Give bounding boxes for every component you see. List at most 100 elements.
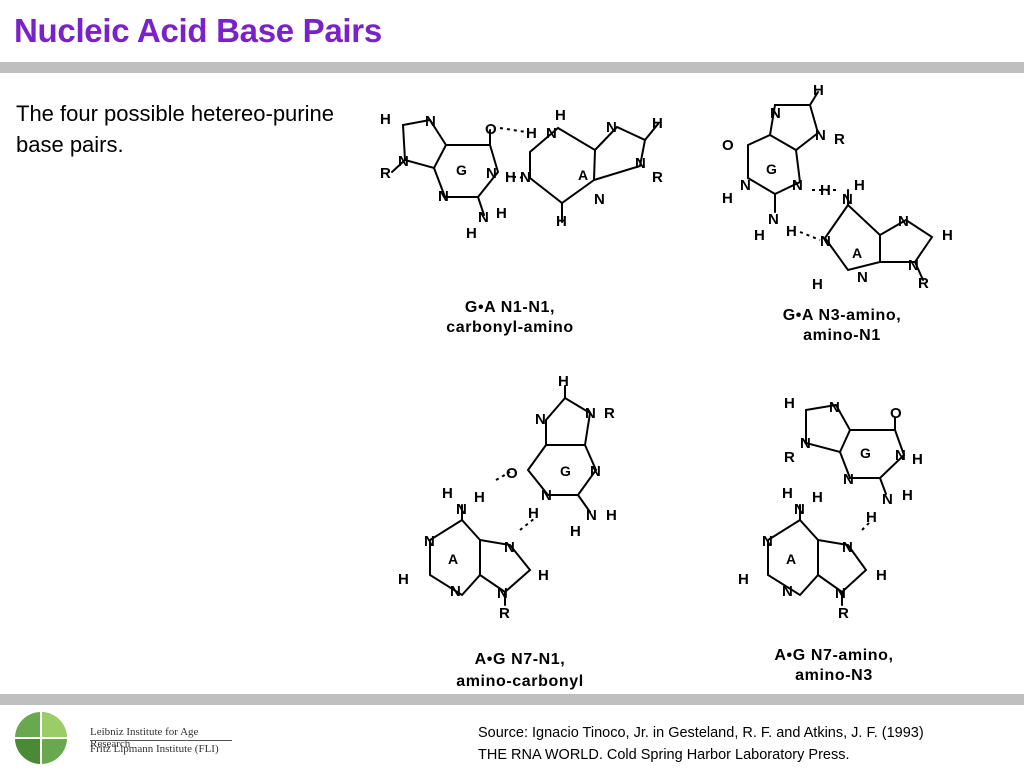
atom-label: H — [474, 489, 485, 506]
atom-label: H — [570, 523, 581, 540]
atom-label: H — [854, 177, 865, 194]
atom-label: H — [606, 507, 617, 524]
atom-label: N — [770, 105, 781, 122]
caption-3-line-1: A•G N7-N1, — [475, 651, 566, 668]
atom-label: N — [594, 191, 605, 208]
atom-label: H — [784, 395, 795, 412]
atom-label: R — [834, 131, 845, 148]
atom-label: N — [842, 539, 853, 556]
atom-label: N — [520, 169, 531, 186]
logo-divider — [90, 740, 232, 741]
ring-label: A — [852, 245, 862, 261]
atom-label: H — [722, 190, 733, 207]
atom-label: O — [506, 465, 518, 482]
caption-4-line-2: amino-N3 — [795, 667, 873, 684]
atom-label: N — [635, 155, 646, 172]
atom-label: N — [895, 447, 906, 464]
atom-label: R — [918, 275, 929, 292]
subtitle-text: The four possible hetereo-purine base pa… — [16, 101, 334, 157]
atom-label: R — [380, 165, 391, 182]
atom-label: N — [425, 113, 436, 130]
atom-label: H — [466, 225, 477, 242]
atom-label: N — [504, 539, 515, 556]
atom-label: H — [496, 205, 507, 222]
atom-label: N — [740, 177, 751, 194]
caption-2-line-2: amino-N1 — [803, 327, 881, 344]
atom-label: N — [398, 153, 409, 170]
atom-label: R — [838, 605, 849, 622]
ring-label: G — [766, 161, 777, 177]
atom-label: R — [652, 169, 663, 186]
atom-label: H — [902, 487, 913, 504]
atom-label: H — [786, 223, 797, 240]
atom-label: N — [438, 188, 449, 205]
ring-label: G — [860, 445, 871, 461]
atom-label: H — [738, 571, 749, 588]
atom-label: H — [820, 182, 831, 199]
atom-label: H — [812, 489, 823, 506]
atom-label: N — [829, 399, 840, 416]
atom-label: N — [898, 213, 909, 230]
atom-label: N — [586, 507, 597, 524]
source-line-2: THE RNA WORLD. Cold Spring Harbor Labora… — [478, 747, 850, 763]
atom-label: H — [558, 373, 569, 390]
caption-1-line-1: G•A N1-N1, — [465, 299, 555, 316]
atom-label: N — [792, 177, 803, 194]
source-citation: Source: Ignacio Tinoco, Jr. in Gesteland… — [478, 722, 1018, 766]
atom-label: H — [876, 567, 887, 584]
atom-label: H — [812, 276, 823, 293]
caption-3-line-2: amino-carbonyl — [456, 673, 584, 690]
caption-1-line-2: carbonyl-amino — [446, 319, 574, 336]
caption-2-line-1: G•A N3-amino, — [783, 307, 902, 324]
page-title: Nucleic Acid Base Pairs — [14, 12, 382, 49]
atom-label: H — [912, 451, 923, 468]
atom-label: O — [890, 405, 902, 422]
atom-label: N — [486, 165, 497, 182]
logo-line-2: Fritz Lipmann Institute (FLI) — [90, 743, 219, 755]
atom-label: N — [843, 471, 854, 488]
ring-label: G — [456, 162, 467, 178]
atom-label: N — [800, 435, 811, 452]
atom-label: N — [908, 257, 919, 274]
top-divider — [0, 62, 1024, 73]
atom-label: N — [450, 583, 461, 600]
atom-label: N — [768, 211, 779, 228]
atom-label: H — [526, 125, 537, 142]
atom-label: N — [541, 487, 552, 504]
atom-label: N — [590, 463, 601, 480]
atom-label: N — [762, 533, 773, 550]
atom-label: R — [499, 605, 510, 622]
atom-label: H — [380, 111, 391, 128]
ring-label: A — [578, 167, 588, 183]
bottom-divider — [0, 694, 1024, 705]
atom-label: N — [857, 269, 868, 286]
atom-label: N — [535, 411, 546, 428]
atom-label: N — [820, 233, 831, 250]
atom-label: N — [882, 491, 893, 508]
atom-label: N — [835, 585, 846, 602]
atom-label: N — [606, 119, 617, 136]
atom-label: H — [942, 227, 953, 244]
atom-label: N — [842, 191, 853, 208]
atom-label: R — [604, 405, 615, 422]
atom-label: H — [398, 571, 409, 588]
atom-label: H — [442, 485, 453, 502]
atom-label: H — [538, 567, 549, 584]
institute-logo: Leibniz Institute for Age Research Fritz… — [10, 710, 232, 766]
atom-label: H — [754, 227, 765, 244]
atom-label: N — [424, 533, 435, 550]
atom-label: N — [782, 583, 793, 600]
caption-4-line-1: A•G N7-amino, — [774, 647, 893, 664]
atom-label: R — [784, 449, 795, 466]
logo-line-1: Leibniz Institute for Age Research — [90, 726, 199, 750]
atom-label: H — [556, 213, 567, 230]
atom-label: H — [866, 509, 877, 526]
source-line-1: Source: Ignacio Tinoco, Jr. in Gesteland… — [478, 725, 924, 741]
atom-label: N — [794, 501, 805, 518]
leaf-globe-icon — [15, 712, 67, 764]
atom-label: O — [485, 121, 497, 138]
atom-label: N — [456, 501, 467, 518]
atom-label: O — [722, 137, 734, 154]
atom-label: H — [813, 82, 824, 99]
ring-label: A — [448, 551, 458, 567]
